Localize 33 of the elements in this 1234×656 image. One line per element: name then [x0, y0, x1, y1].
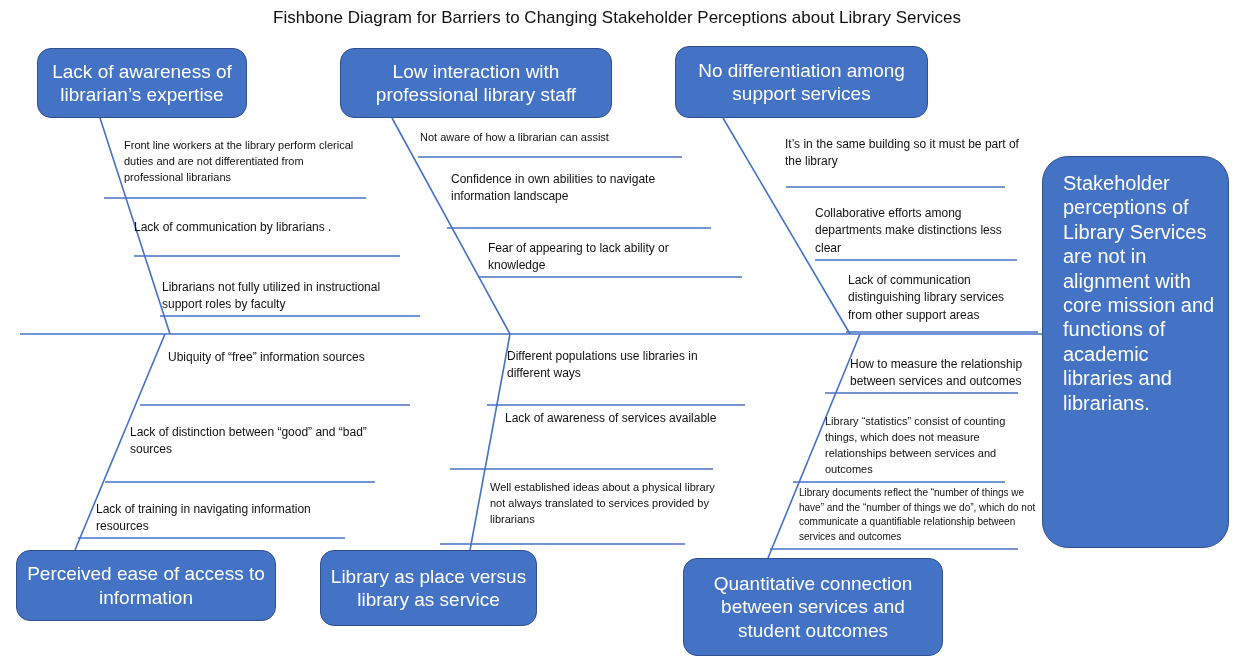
- category-box: Quantitative connection between services and student outcomes: [683, 558, 943, 656]
- cause-text: How to measure the relationship between services and outcomes: [850, 356, 1024, 391]
- cause-text: Well established ideas about a physical library not always translated to services provided by librarians: [490, 480, 716, 527]
- cause-text: It’s in the same building so it must be part of the library: [785, 136, 1020, 171]
- bone-line: [99, 117, 171, 335]
- cause-text: Lack of communication by librarians .: [134, 219, 333, 236]
- category-box: Perceived ease of access to information: [16, 550, 276, 621]
- category-box: Low interaction with professional library staff: [340, 48, 612, 118]
- cause-text: Fear of appearing to lack ability or knowledge: [488, 240, 670, 275]
- cause-text: Lack of training in navigating information resources: [96, 501, 312, 536]
- bone-line: [469, 333, 511, 551]
- cause-text: Confidence in own abilities to navigate information landscape: [451, 171, 657, 206]
- cause-text: Library documents reflect the “number of things we have” and the “number of things we do”, which do not communicate a quantifiable relationship between services and outcomes: [799, 486, 1037, 544]
- cause-text: Library “statistics” consist of counting things, which does not measure relationships between services and outcomes: [825, 414, 1007, 477]
- cause-text: Ubiquity of “free” information sources: [168, 349, 366, 366]
- cause-text: Front line workers at the library perform clerical duties and are not differentiated from professional librarians: [124, 138, 355, 185]
- cause-text: Lack of distinction between “good” and “bad” sources: [130, 424, 368, 459]
- cause-text: Different populations use libraries in different ways: [507, 348, 699, 383]
- category-box: Library as place versus library as service: [320, 550, 537, 626]
- cause-text: Lack of awareness of services available: [505, 410, 718, 427]
- category-box: No differentiation among support services: [675, 46, 928, 118]
- cause-text: Lack of communication distinguishing library services from other support areas: [848, 272, 1006, 324]
- category-box: Lack of awareness of librarian’s expertise: [37, 48, 247, 118]
- cause-text: Librarians not fully utilized in instructional support roles by faculty: [162, 279, 382, 314]
- bone-line: [722, 117, 851, 335]
- bone-line: [74, 333, 166, 551]
- bone-line: [767, 333, 861, 559]
- bone-line: [391, 117, 511, 335]
- effect-box: Stakeholder perceptions of Library Services are not in alignment with core mission and functions of academic libraries and librarians.: [1042, 156, 1229, 548]
- diagram-title: Fishbone Diagram for Barriers to Changing Stakeholder Perceptions about Library Services: [272, 8, 962, 28]
- cause-text: Collaborative efforts among departments make distinctions less clear: [815, 205, 1003, 257]
- spine-line: [19, 333, 1043, 335]
- cause-text: Not aware of how a librarian can assist: [420, 130, 610, 145]
